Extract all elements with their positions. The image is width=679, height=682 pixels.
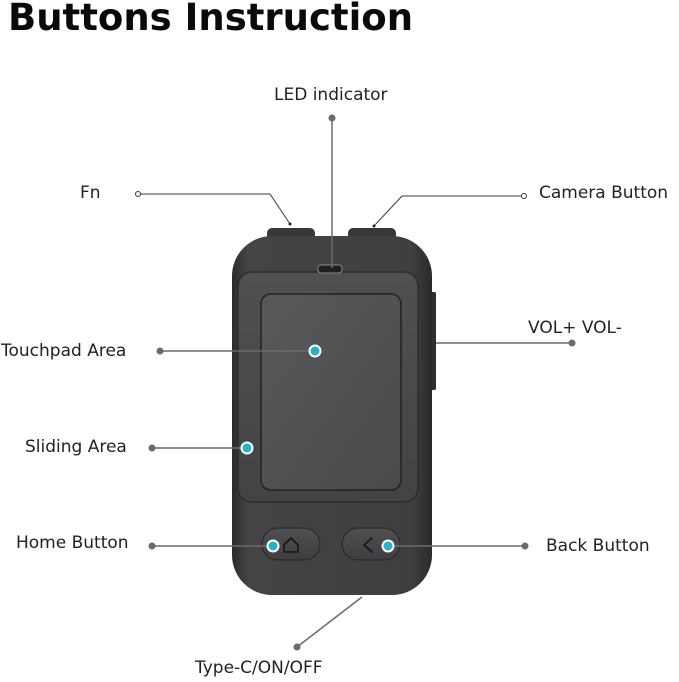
label-camera-button: Camera Button	[539, 183, 669, 203]
sliding-dot	[148, 444, 156, 452]
back-dot	[521, 542, 529, 550]
led-slot	[317, 264, 343, 274]
label-typec-on-off: Type-C/ON/OFF	[195, 658, 323, 678]
chevron-left-icon	[362, 537, 373, 553]
home-button-shape	[261, 527, 321, 561]
touchpad-dot	[156, 347, 164, 355]
label-vol: VOL+ VOL-	[528, 318, 622, 338]
vol-dot	[568, 339, 576, 347]
led-dot	[328, 114, 336, 122]
page-title: Buttons Instruction	[8, 0, 414, 39]
touchpad-marker	[308, 344, 322, 358]
label-led-indicator: LED indicator	[274, 85, 388, 105]
typec-dot	[293, 643, 301, 651]
fn-ring	[135, 191, 141, 197]
sliding-marker	[240, 441, 254, 455]
camera-ring	[521, 193, 527, 199]
label-home-button: Home Button	[16, 533, 129, 553]
fn-end-dot	[288, 222, 292, 226]
leader-lines	[138, 118, 572, 648]
label-fn: Fn	[80, 183, 101, 203]
leader-dots	[148, 114, 576, 651]
home-icon	[283, 537, 299, 553]
camera-end-dot	[372, 224, 376, 228]
home-dot	[148, 542, 156, 550]
back-marker	[381, 539, 395, 553]
touchpad	[260, 293, 402, 491]
label-back-button: Back Button	[546, 536, 650, 556]
label-touchpad-area: Touchpad Area	[1, 341, 127, 361]
label-sliding-area: Sliding Area	[25, 437, 127, 457]
teal-markers	[240, 344, 395, 553]
home-marker	[266, 539, 280, 553]
